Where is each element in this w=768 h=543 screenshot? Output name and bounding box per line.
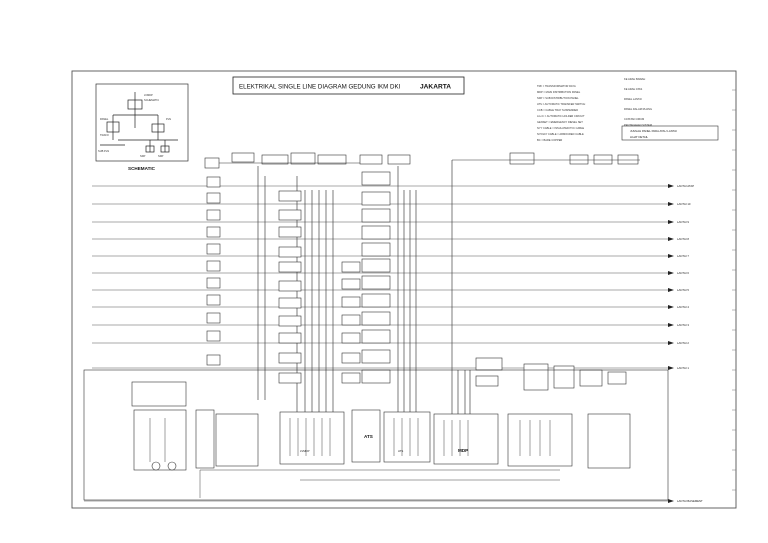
svg-text:SUB PLN: SUB PLN [98,149,109,153]
floor-level-marker-icon [668,254,674,258]
floor-level-label: LANTAI ATAP [677,184,694,188]
floor-level-label: LANTAI 9 [677,220,689,224]
svg-text:SCHEMATIC: SCHEMATIC [144,98,159,102]
svg-text:GENSET = EMERGENCY DIESEL SET: GENSET = EMERGENCY DIESEL SET [537,120,583,124]
main-panel-label-1: ATS [364,434,373,439]
floor-level-marker-icon [668,237,674,241]
floor-level-label: LANTAI 10 [677,202,691,206]
floor-level-marker-icon [668,366,674,370]
frame-tick-marks [732,89,736,491]
svg-text:NYFGbY CABLE = ARMOURED CABLE: NYFGbY CABLE = ARMOURED CABLE [537,132,584,136]
floor-level-marker-icon [668,288,674,292]
floor-level-label: LANTAI 8 [677,237,689,241]
svg-text:PENTANAHAN SISTEM: PENTANAHAN SISTEM [624,123,652,127]
floor-level-label: LANTAI 5 [677,288,689,292]
floor-level-marker-icon [668,499,674,503]
floor-level-1: LANTAI ATAP [92,184,694,188]
title-text: ELEKTRIKAL SINGLE LINE DIAGRAM GEDUNG IK… [239,84,401,91]
note-box: JUMLAH PANEL PADA ATAU LANTAI LIHAT DETA… [621,125,719,141]
floor-level-6: LANTAI 6 [92,271,689,275]
floor-level-label: LANTAI BASEMENT [677,499,703,503]
floor-panels-right [341,171,391,384]
title-block: ELEKTRIKAL SINGLE LINE DIAGRAM GEDUNG IK… [232,76,465,95]
svg-text:TRAFO: TRAFO [100,133,109,137]
ground-floor-panels [475,357,627,391]
title-bold-text: JAKARTA [420,84,451,91]
main-panel-label-2: LVMDP [300,449,310,453]
svg-text:CCB = CABLE TRAY SUSPENDED: CCB = CABLE TRAY SUSPENDED [537,108,578,112]
floor-level-marker-icon [668,202,674,206]
floor-level-label: LANTAI 2 [677,341,689,345]
svg-text:SDP: SDP [158,154,164,158]
floor-level-label: LANTAI 4 [677,305,689,309]
floor-level-marker-icon [668,271,674,275]
svg-text:PANEL: PANEL [100,117,109,121]
svg-text:PANEL LANTAI: PANEL LANTAI [624,97,642,101]
floor-panels-ac [278,190,302,384]
floor-level-label: LANTAI 1 [677,366,689,370]
top-panel-row [204,152,640,169]
legend-block: TRF = TRANSFORMATOR DAYA MDP = MAIN DIST… [537,77,652,142]
basement-switchgear-room: ATS LVMDP ATS MDP [83,369,669,501]
note-line-1: JUMLAH PANEL PADA ATAU LANTAI [630,129,677,133]
floor-level-12: LANTAI BASEMENT [84,499,703,503]
floor-level-7: LANTAI 5 [92,288,689,292]
svg-text:BC = BARE COPPER: BC = BARE COPPER [537,138,562,142]
svg-text:PANEL DALAM RUANG: PANEL DALAM RUANG [624,107,652,111]
svg-text:ATS = AUTOMATIC TRANSFER SWITC: ATS = AUTOMATIC TRANSFER SWITCH [537,102,585,106]
floor-level-label: LANTAI 6 [677,271,689,275]
svg-text:NYY CABLE = INSULATED PVC CABL: NYY CABLE = INSULATED PVC CABLE [537,126,584,130]
floor-level-marker-icon [668,323,674,327]
floor-panels-left [206,176,221,366]
main-panel-label-3: ATS [398,449,403,453]
main-panel-label-4: MDP [458,448,468,453]
svg-text:KE ARAH ATAS: KE ARAH ATAS [624,87,642,91]
floor-level-marker-icon [668,184,674,188]
svg-text:KE ARAH BAWAH: KE ARAH BAWAH [624,77,645,81]
svg-text:MDP = MAIN DISTRIBUTION PANEL: MDP = MAIN DISTRIBUTION PANEL [537,90,581,94]
svg-text:SDP = SUB DISTRIBUTION PANEL: SDP = SUB DISTRIBUTION PANEL [537,96,579,100]
floor-level-label: LANTAI 7 [677,254,689,258]
note-line-2: LIHAT DETAIL [630,135,648,139]
svg-text:CATATAN UMUM: CATATAN UMUM [624,117,644,121]
floor-level-marker-icon [668,220,674,224]
schematic-label: SCHEMATIC [128,166,156,171]
svg-text:SDP: SDP [140,154,146,158]
svg-text:A.H.C = AUTOMATIC HOLDER CIRCU: A.H.C = AUTOMATIC HOLDER CIRCUIT [537,114,585,118]
floor-level-label: LANTAI 3 [677,323,689,327]
svg-text:LVMDP: LVMDP [144,93,153,97]
floor-level-marker-icon [668,305,674,309]
svg-text:TRF = TRANSFORMATOR DAYA: TRF = TRANSFORMATOR DAYA [537,84,576,88]
drawing-frame [71,70,737,509]
svg-text:PLN: PLN [166,117,171,121]
floor-level-marker-icon [668,341,674,345]
